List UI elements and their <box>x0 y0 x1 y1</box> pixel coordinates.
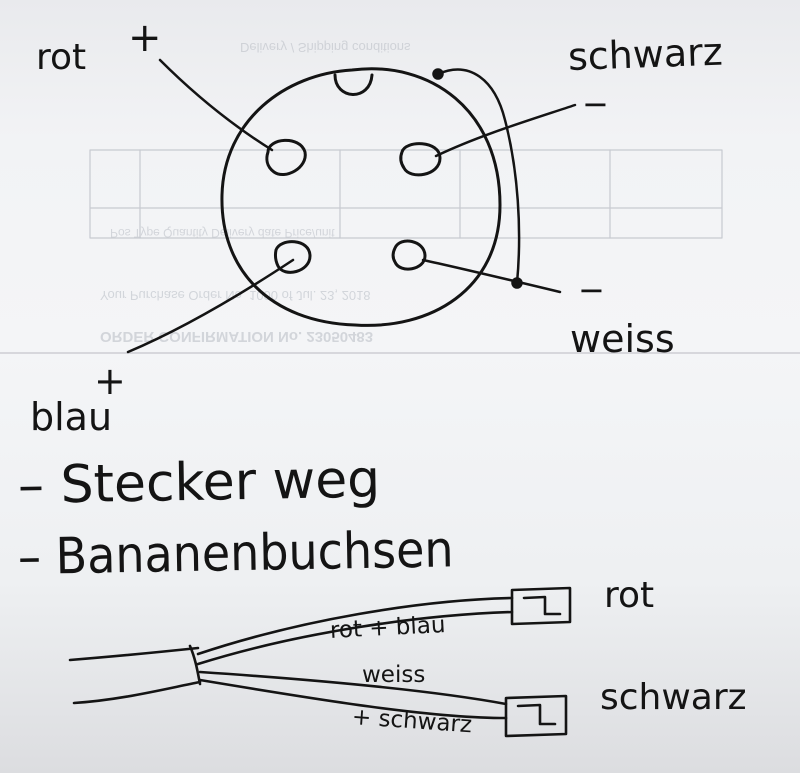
connector-outer-circle <box>220 67 502 327</box>
banana-socket-rot <box>510 586 572 626</box>
connector-key-notch <box>333 73 374 96</box>
leader-weiss <box>421 258 562 294</box>
jumper-dot-bottom <box>511 277 523 289</box>
wire-to-rot-lower <box>196 610 514 666</box>
label-blau: blau <box>30 395 113 439</box>
wire-to-schwarz-lower <box>198 678 508 720</box>
connector-leader-lines <box>126 58 577 354</box>
label-schwarz: schwarz <box>567 29 724 79</box>
label-rot-polarity: + <box>128 15 162 61</box>
cable-jacket-end <box>188 644 202 686</box>
paper-fold-crease <box>0 352 800 354</box>
leader-schwarz <box>434 103 577 158</box>
cable-jacket-top <box>68 646 200 662</box>
wire-to-rot-upper <box>196 596 514 656</box>
pin-top-left-rot <box>265 138 307 176</box>
jumper-wire <box>436 68 521 285</box>
jumper-dot-top <box>432 68 444 80</box>
cable-label-schwarz: schwarz <box>600 677 747 718</box>
cable-label-rot: rot <box>604 575 655 616</box>
cable-bundle-drawing <box>68 586 572 738</box>
note-bananenbuchsen: – Bananenbuchsen <box>17 520 454 586</box>
leader-blau <box>126 258 295 354</box>
label-weiss: weiss <box>570 317 675 361</box>
label-blau-polarity: + <box>94 359 126 403</box>
bleed-through-table <box>89 149 723 239</box>
label-rot: rot <box>36 37 87 78</box>
pin-bottom-right-weiss <box>391 239 427 271</box>
pin-bottom-left-blau <box>273 240 312 274</box>
note-stecker-weg: – Stecker weg <box>17 449 381 516</box>
leader-rot <box>158 58 274 152</box>
banana-socket-schwarz <box>504 694 568 738</box>
wire-to-schwarz-upper <box>198 670 508 706</box>
label-weiss-polarity: − <box>578 271 605 309</box>
label-schwarz-polarity: − <box>582 85 609 123</box>
wire-label-rot-blau: rot + blau <box>329 611 447 644</box>
pin-top-right-schwarz <box>399 142 442 177</box>
connector-drawing <box>220 67 502 327</box>
cable-jacket-bottom <box>72 680 202 705</box>
wire-label-weiss: weiss <box>362 662 426 688</box>
